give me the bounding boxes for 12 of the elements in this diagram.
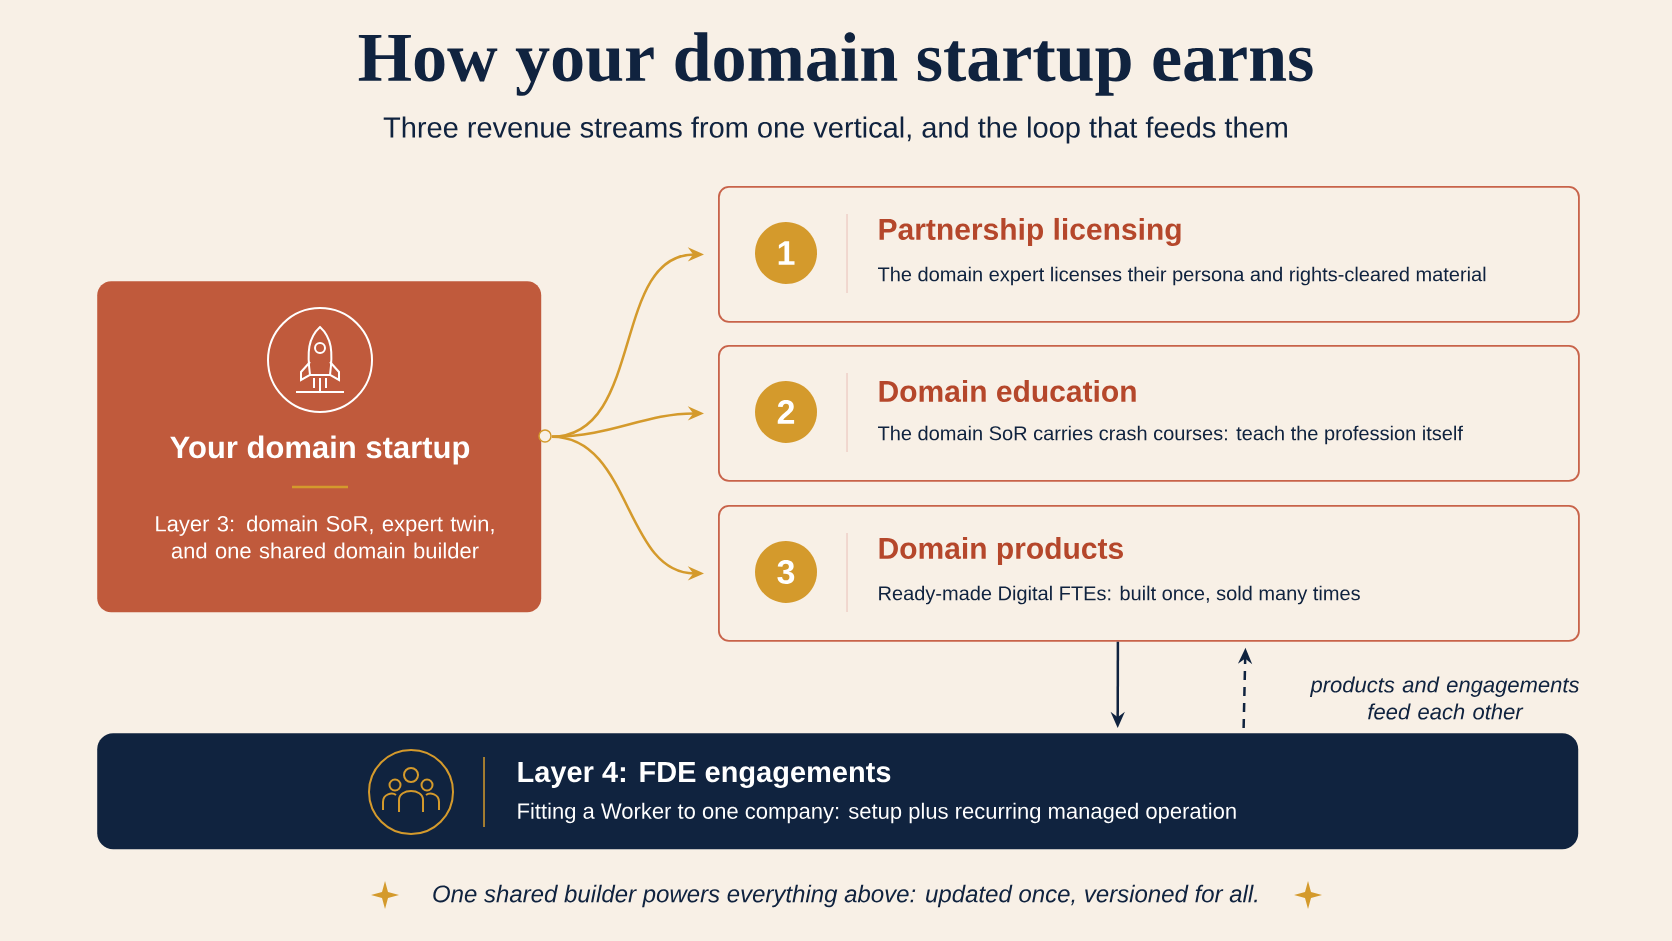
subtitle: Three revenue streams from one vertical, and the loop that feeds them — [383, 116, 1287, 144]
stream-box: 3 Domain products Ready-made Digital FTEs: built once, sold many times — [718, 505, 1580, 642]
caption: One shared builder powers everything above: updated once, versioned for all. — [433, 884, 1257, 908]
number-badge: 3 — [755, 541, 817, 603]
stream-box: 1 Partnership licensing The domain expert licenses their persona and rights-cleared material — [718, 186, 1580, 323]
stream-box: 2 Domain education The domain SoR carries crash courses: teach the profession itself — [718, 345, 1580, 482]
annotation: products and engagements feed each other — [1309, 676, 1580, 720]
startup-box: Your domain startup Layer 3: domain SoR, expert twin, and one shared domain builder — [97, 281, 552, 613]
engagement-band: Layer 4: FDE engagements Fitting a Worker to one company: setup plus recurring managed operation — [97, 733, 1579, 850]
number-badge: 1 — [755, 222, 817, 284]
title: How your domain startup earns — [358, 32, 1313, 96]
number-badge: 2 — [755, 381, 817, 443]
